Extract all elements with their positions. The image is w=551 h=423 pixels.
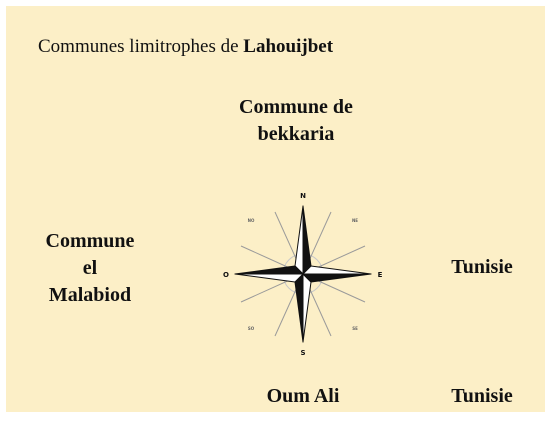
compass-rose-icon: N S E O NE NO SE SO <box>223 192 383 357</box>
compass-n-label: N <box>300 192 306 200</box>
compass-ne-label: NE <box>352 218 358 223</box>
neighbor-east: Tunisie <box>451 256 513 278</box>
neighbor-communes-panel: Communes limitrophes de Lahouijbet Commu… <box>6 6 545 412</box>
title-prefix: Communes limitrophes de <box>38 36 239 57</box>
compass-o-label: O <box>223 271 229 279</box>
compass-cardinal-points <box>234 205 372 343</box>
neighbor-west: Commune el Malabiod <box>45 230 135 306</box>
panel-title: Communes limitrophes de Lahouijbet <box>38 36 333 58</box>
title-commune-name: Lahouijbet <box>243 36 334 57</box>
compass-se-label: SE <box>352 326 358 331</box>
compass-e-label: E <box>378 271 383 279</box>
neighbor-north: Commune de bekkaria <box>239 96 353 145</box>
compass-s-label: S <box>300 349 305 357</box>
compass-so-label: SO <box>248 326 255 331</box>
neighbor-south: Oum Ali <box>266 385 340 407</box>
neighbor-southeast: Tunisie <box>451 385 513 407</box>
compass-no-label: NO <box>248 218 255 223</box>
